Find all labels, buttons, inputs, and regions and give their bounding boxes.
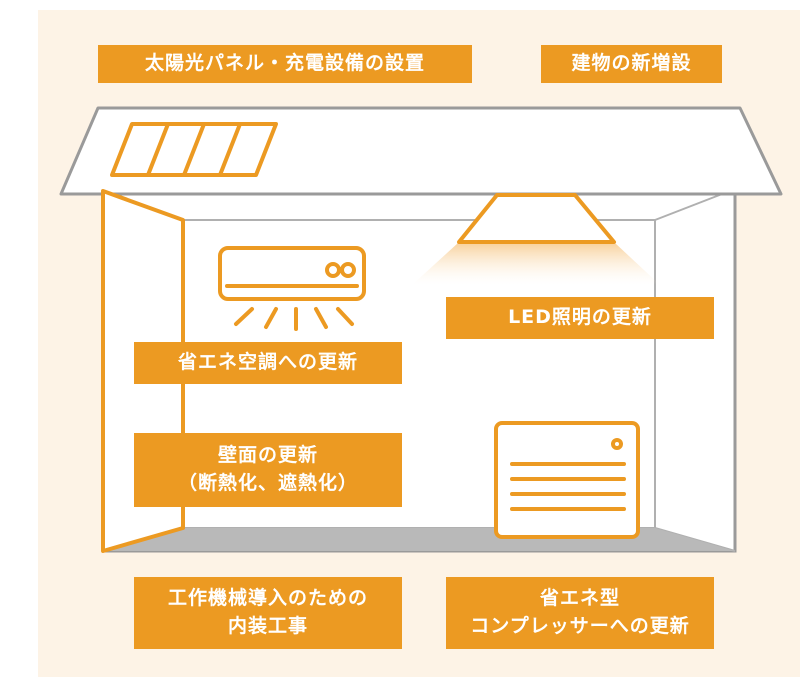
label-compressor-line2: コンプレッサーへの更新 [470, 615, 690, 637]
compressor-icon [494, 421, 640, 539]
label-building-expansion-text: 建物の新増設 [571, 52, 692, 75]
label-building-expansion: 建物の新増設 [541, 45, 722, 83]
label-air-conditioning-text: 省エネ空調への更新 [177, 351, 358, 374]
roof [59, 106, 783, 196]
label-solar-panel-text: 太陽光パネル・充電設備の設置 [144, 52, 425, 75]
label-led-lighting: LED照明の更新 [446, 297, 714, 339]
label-air-conditioning: 省エネ空調への更新 [134, 342, 402, 384]
label-interior-work-line2: 内装工事 [227, 615, 308, 637]
label-compressor-line1: 省エネ型 [539, 587, 620, 610]
label-solar-panel: 太陽光パネル・充電設備の設置 [98, 45, 472, 83]
label-wall-renewal-line1: 壁面の更新 [217, 444, 318, 467]
air-conditioner-icon [218, 246, 366, 331]
floor [103, 528, 735, 551]
led-light-icon [457, 193, 616, 244]
label-wall-renewal: 壁面の更新 （断熱化、遮熱化） [134, 433, 402, 507]
label-compressor: 省エネ型 コンプレッサーへの更新 [446, 577, 714, 649]
solar-panel-icon [110, 122, 278, 177]
label-interior-work: 工作機械導入のための 内装工事 [134, 577, 402, 649]
led-light-glow [412, 243, 660, 285]
label-interior-work-line1: 工作機械導入のための [167, 587, 368, 610]
label-wall-renewal-line2: （断熱化、遮熱化） [177, 472, 358, 494]
label-led-lighting-text: LED照明の更新 [508, 306, 652, 329]
